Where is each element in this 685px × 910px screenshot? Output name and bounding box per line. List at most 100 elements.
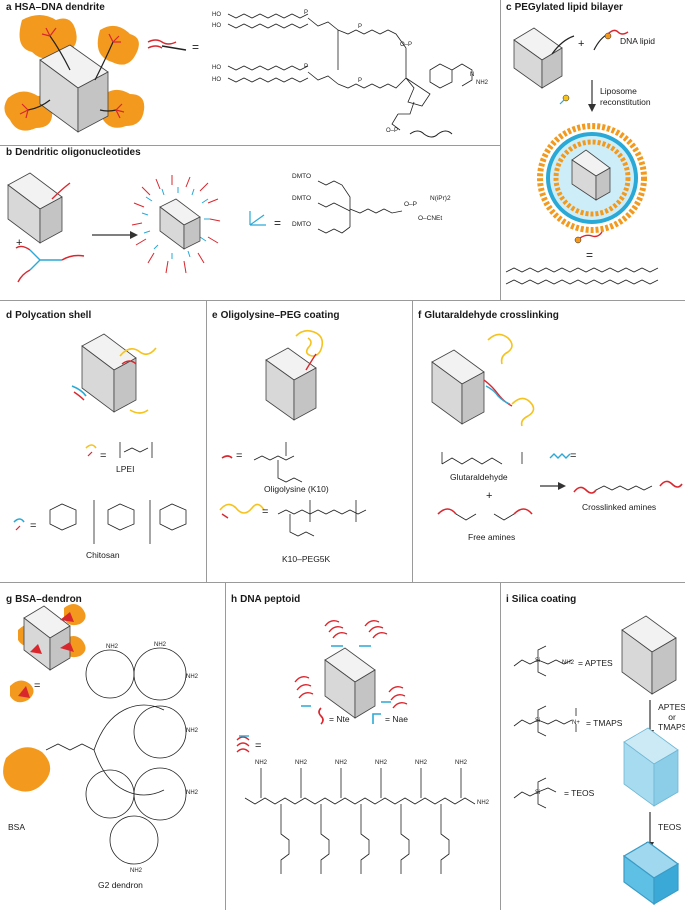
svg-text:O–P: O–P — [400, 42, 412, 48]
equals-sign: = — [586, 248, 594, 262]
equals-sign: = — [192, 40, 200, 54]
chem-label: DMTO — [292, 221, 312, 228]
teos-step: TEOS — [658, 822, 682, 832]
aptes-label: = APTES — [578, 658, 613, 668]
aptes-or-tmaps-step: APTES or TMAPS — [658, 702, 685, 732]
svg-text:NH2: NH2 — [186, 674, 199, 680]
svg-text:NH2: NH2 — [295, 760, 308, 766]
teos-label: = TEOS — [564, 788, 595, 798]
svg-text:Si: Si — [535, 790, 540, 796]
svg-text:O–P: O–P — [386, 128, 398, 134]
plus-sign: + — [486, 490, 493, 502]
svg-text:N: N — [470, 72, 474, 78]
equals-sign: = — [236, 450, 243, 462]
divider — [0, 300, 685, 301]
svg-text:HO: HO — [212, 23, 221, 29]
divider — [0, 582, 685, 583]
svg-text:P: P — [304, 64, 308, 70]
divider — [0, 145, 500, 146]
chem-label: DMTO — [292, 173, 312, 180]
equals-sign: = — [570, 450, 577, 462]
svg-text:NH2: NH2 — [415, 760, 428, 766]
chem-label: N(iPr)2 — [430, 195, 451, 202]
glutaraldehyde-label: Glutaraldehyde — [450, 472, 508, 482]
bsa-label: BSA — [8, 822, 26, 832]
oligolysine-label: Oligolysine (K10) — [264, 484, 329, 494]
equals-sign: = — [34, 680, 41, 692]
chem-label: DMTO — [292, 195, 312, 202]
svg-text:NH2: NH2 — [455, 760, 468, 766]
nte-legend-label: = Nte — [329, 714, 350, 724]
divider — [412, 300, 413, 582]
divider — [206, 300, 207, 582]
equals-sign: = — [255, 740, 262, 752]
lpei-label: LPEI — [116, 464, 135, 474]
svg-text:P: P — [358, 24, 362, 30]
svg-text:Si: Si — [535, 718, 540, 724]
svg-text:NH2: NH2 — [186, 790, 199, 796]
svg-text:NH2: NH2 — [562, 660, 575, 666]
divider — [500, 582, 501, 910]
plus-sign: + — [578, 38, 585, 50]
svg-text:NH2: NH2 — [130, 868, 143, 874]
nae-legend-label: = Nae — [385, 714, 408, 724]
crosslinked-amines-label: Crosslinked amines — [582, 502, 657, 512]
k10-peg-label: K10–PEG5K — [282, 554, 331, 564]
panel-c-illustration — [505, 27, 659, 285]
svg-text:HO: HO — [212, 65, 221, 71]
dna-lipid-label: DNA lipid — [620, 36, 655, 46]
svg-text:NH2: NH2 — [255, 760, 268, 766]
svg-text:HO: HO — [212, 12, 221, 18]
divider — [500, 0, 501, 300]
equals-sign: = — [262, 506, 269, 518]
equals-sign: = — [30, 520, 37, 532]
panel-b-illustration — [7, 172, 403, 283]
panel-d-illustration — [13, 333, 187, 544]
panel-f-illustration — [431, 333, 683, 521]
divider — [225, 582, 226, 910]
svg-text:NH2: NH2 — [477, 800, 490, 806]
svg-text:NH2: NH2 — [375, 760, 388, 766]
svg-text:NH2: NH2 — [335, 760, 348, 766]
svg-text:NH2: NH2 — [476, 80, 489, 86]
plus-sign: + — [16, 237, 23, 249]
chem-label: O–CNEt — [418, 215, 443, 222]
svg-text:P: P — [358, 78, 362, 84]
panel-a-illustration: HO HO HO HO P P P P O–P N NH2 O–P — [4, 10, 489, 138]
svg-text:NH2: NH2 — [106, 644, 119, 650]
panel-e-illustration — [219, 329, 367, 537]
chem-label: O–P — [404, 201, 418, 208]
svg-text:NH2: NH2 — [186, 728, 199, 734]
equals-sign: = — [274, 216, 282, 230]
equals-sign: = — [100, 450, 107, 462]
free-amines-label: Free amines — [468, 532, 516, 542]
liposome-step-label: Liposome reconstitution — [600, 86, 651, 107]
g2-dendron-label: G2 dendron — [98, 880, 143, 890]
svg-text:NH2: NH2 — [154, 642, 167, 648]
svg-text:Si: Si — [535, 658, 540, 664]
svg-text:N+: N+ — [572, 720, 580, 726]
tmaps-label: = TMAPS — [586, 718, 623, 728]
svg-text:P: P — [304, 10, 308, 16]
svg-text:HO: HO — [212, 77, 221, 83]
